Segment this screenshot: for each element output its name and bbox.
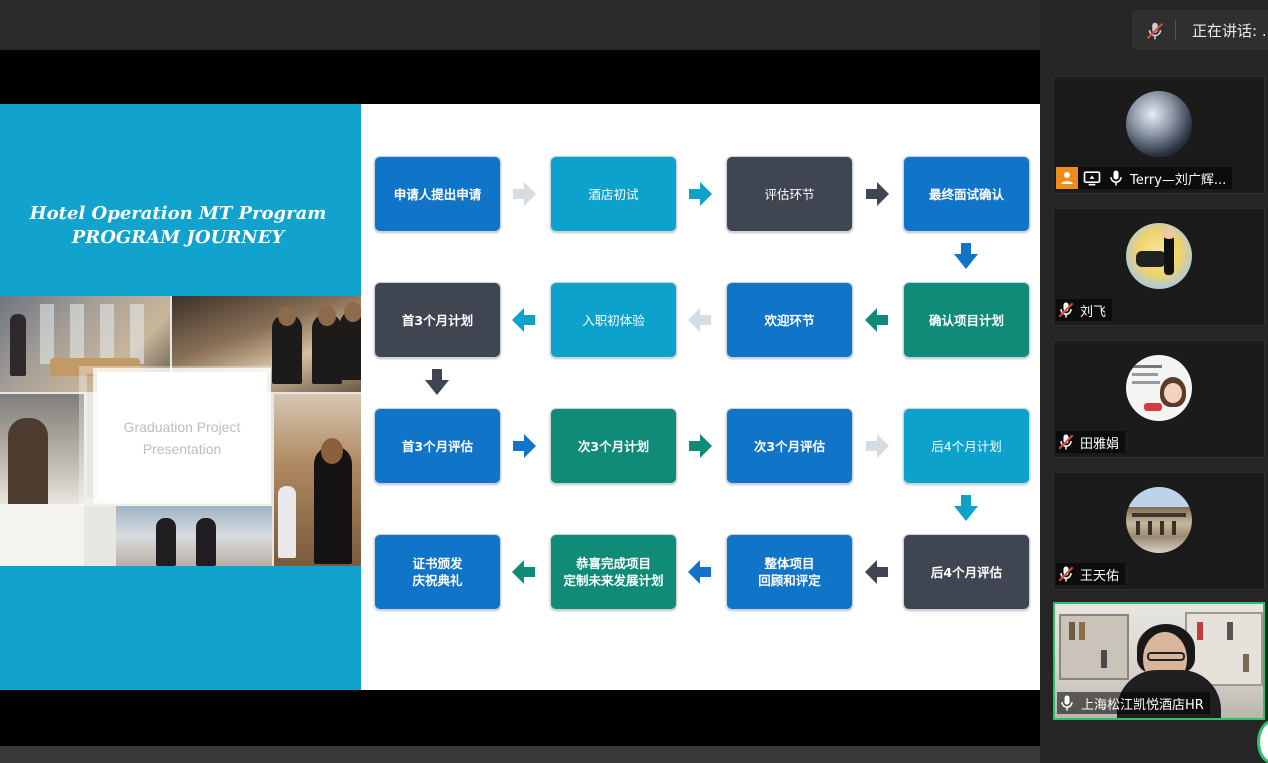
photo-collage — [0, 296, 361, 566]
concierge-photo — [274, 394, 361, 566]
moon-avatar-icon — [1126, 91, 1192, 157]
flow-step: 次3个月评估 — [726, 408, 853, 484]
flow-arrow-left-icon — [511, 306, 537, 334]
participant-tile[interactable]: Terry—刘广辉... — [1053, 76, 1265, 194]
slide-left-panel: Hotel Operation MT Program PROGRAM JOURN… — [0, 104, 361, 690]
dining-photo — [116, 506, 272, 566]
mic-icon — [1106, 168, 1126, 188]
participant-tile[interactable]: 刘飞 — [1053, 208, 1265, 326]
flow-step: 确认项目计划 — [903, 282, 1030, 358]
slide-title-line1: Hotel Operation MT Program — [29, 203, 327, 224]
graduation-card-text: Graduation Project Presentation — [97, 416, 267, 460]
participant-tile[interactable]: 王天佑 — [1053, 472, 1265, 590]
girl-avatar-icon — [1126, 355, 1192, 421]
share-bottom-bar — [0, 746, 1040, 763]
flow-step: 证书颁发 庆祝典礼 — [374, 534, 501, 610]
flow-step: 次3个月计划 — [550, 408, 677, 484]
participant-name: Terry—刘广辉... — [1130, 172, 1227, 188]
card-line2: Presentation — [142, 441, 222, 457]
shared-slide: Hotel Operation MT Program PROGRAM JOURN… — [0, 104, 1040, 690]
flow-arrow-right-icon — [864, 180, 890, 208]
flow-step: 欢迎环节 — [726, 282, 853, 358]
card-line1: Graduation Project — [123, 419, 241, 435]
participant-namebar: 上海松江凯悦酒店HR — [1057, 692, 1210, 714]
participant-namebar: Terry—刘广辉... — [1056, 167, 1233, 189]
speaking-indicator: 正在讲话: ... — [1132, 10, 1268, 50]
flow-step: 恭喜完成项目 定制未来发展计划 — [550, 534, 677, 610]
screen-share-icon — [1082, 168, 1102, 188]
flow-arrow-right-icon — [687, 180, 713, 208]
participant-name: 刘飞 — [1080, 304, 1107, 320]
graduation-card: Graduation Project Presentation — [97, 372, 267, 500]
participant-tile-active[interactable]: 上海松江凯悦酒店HR — [1053, 602, 1265, 720]
flow-arrow-left-icon — [864, 558, 890, 586]
participant-namebar: 王天佑 — [1056, 563, 1126, 585]
share-top-bar — [0, 0, 1040, 50]
flow-arrow-down-icon — [953, 494, 979, 522]
host-icon — [1056, 167, 1078, 189]
letterbox-bottom — [0, 690, 1040, 746]
flow-step: 最终面试确认 — [903, 156, 1030, 232]
flow-step: 后4个月评估 — [903, 534, 1030, 610]
card-frame — [79, 366, 271, 506]
flow-arrow-right-icon — [687, 432, 713, 460]
participant-namebar: 刘飞 — [1056, 299, 1113, 321]
participant-namebar: 田雅娟 — [1056, 431, 1126, 453]
flow-step: 入职初体验 — [550, 282, 677, 358]
flow-step: 酒店初试 — [550, 156, 677, 232]
flow-arrow-left-icon — [687, 558, 713, 586]
speaking-label: 正在讲话: ... — [1192, 22, 1268, 40]
slide-title: Hotel Operation MT Program PROGRAM JOURN… — [0, 202, 356, 250]
mic-muted-icon — [1056, 432, 1076, 452]
flow-arrow-left-icon — [687, 306, 713, 334]
flow-arrow-left-icon — [864, 306, 890, 334]
flow-arrow-right-icon — [511, 432, 537, 460]
slide-title-line2: PROGRAM JOURNEY — [71, 227, 285, 248]
lobby-photo — [0, 296, 170, 392]
mic-muted-icon[interactable] — [1144, 20, 1166, 42]
housekeeping-photo — [0, 394, 84, 566]
participant-name: 田雅娟 — [1080, 436, 1120, 452]
flow-step: 整体项目 回顾和评定 — [726, 534, 853, 610]
mic-icon — [1057, 693, 1077, 713]
mic-muted-icon — [1056, 564, 1076, 584]
flow-arrow-left-icon — [511, 558, 537, 586]
flow-step: 首3个月计划 — [374, 282, 501, 358]
flow-step: 申请人提出申请 — [374, 156, 501, 232]
mic-muted-icon — [1056, 300, 1076, 320]
letterbox-top — [0, 50, 1040, 104]
flow-step: 首3个月评估 — [374, 408, 501, 484]
participant-name: 上海松江凯悦酒店HR — [1081, 697, 1204, 713]
flow-step: 评估环节 — [726, 156, 853, 232]
flow-arrow-right-icon — [511, 180, 537, 208]
flow-arrow-down-icon — [953, 242, 979, 270]
flow-arrow-down-icon — [424, 368, 450, 396]
flow-step: 后4个月计划 — [903, 408, 1030, 484]
cartoon-avatar-icon — [1126, 223, 1192, 289]
flow-arrow-right-icon — [864, 432, 890, 460]
program-flow: 申请人提出申请酒店初试评估环节最终面试确认确认项目计划欢迎环节入职初体验首3个月… — [361, 104, 1040, 690]
building-avatar-icon — [1126, 487, 1192, 553]
participant-name: 王天佑 — [1080, 568, 1120, 584]
participants-panel: 正在讲话: ... Terry—刘广辉... — [1040, 0, 1268, 763]
participant-tile[interactable]: 田雅娟 — [1053, 340, 1265, 458]
